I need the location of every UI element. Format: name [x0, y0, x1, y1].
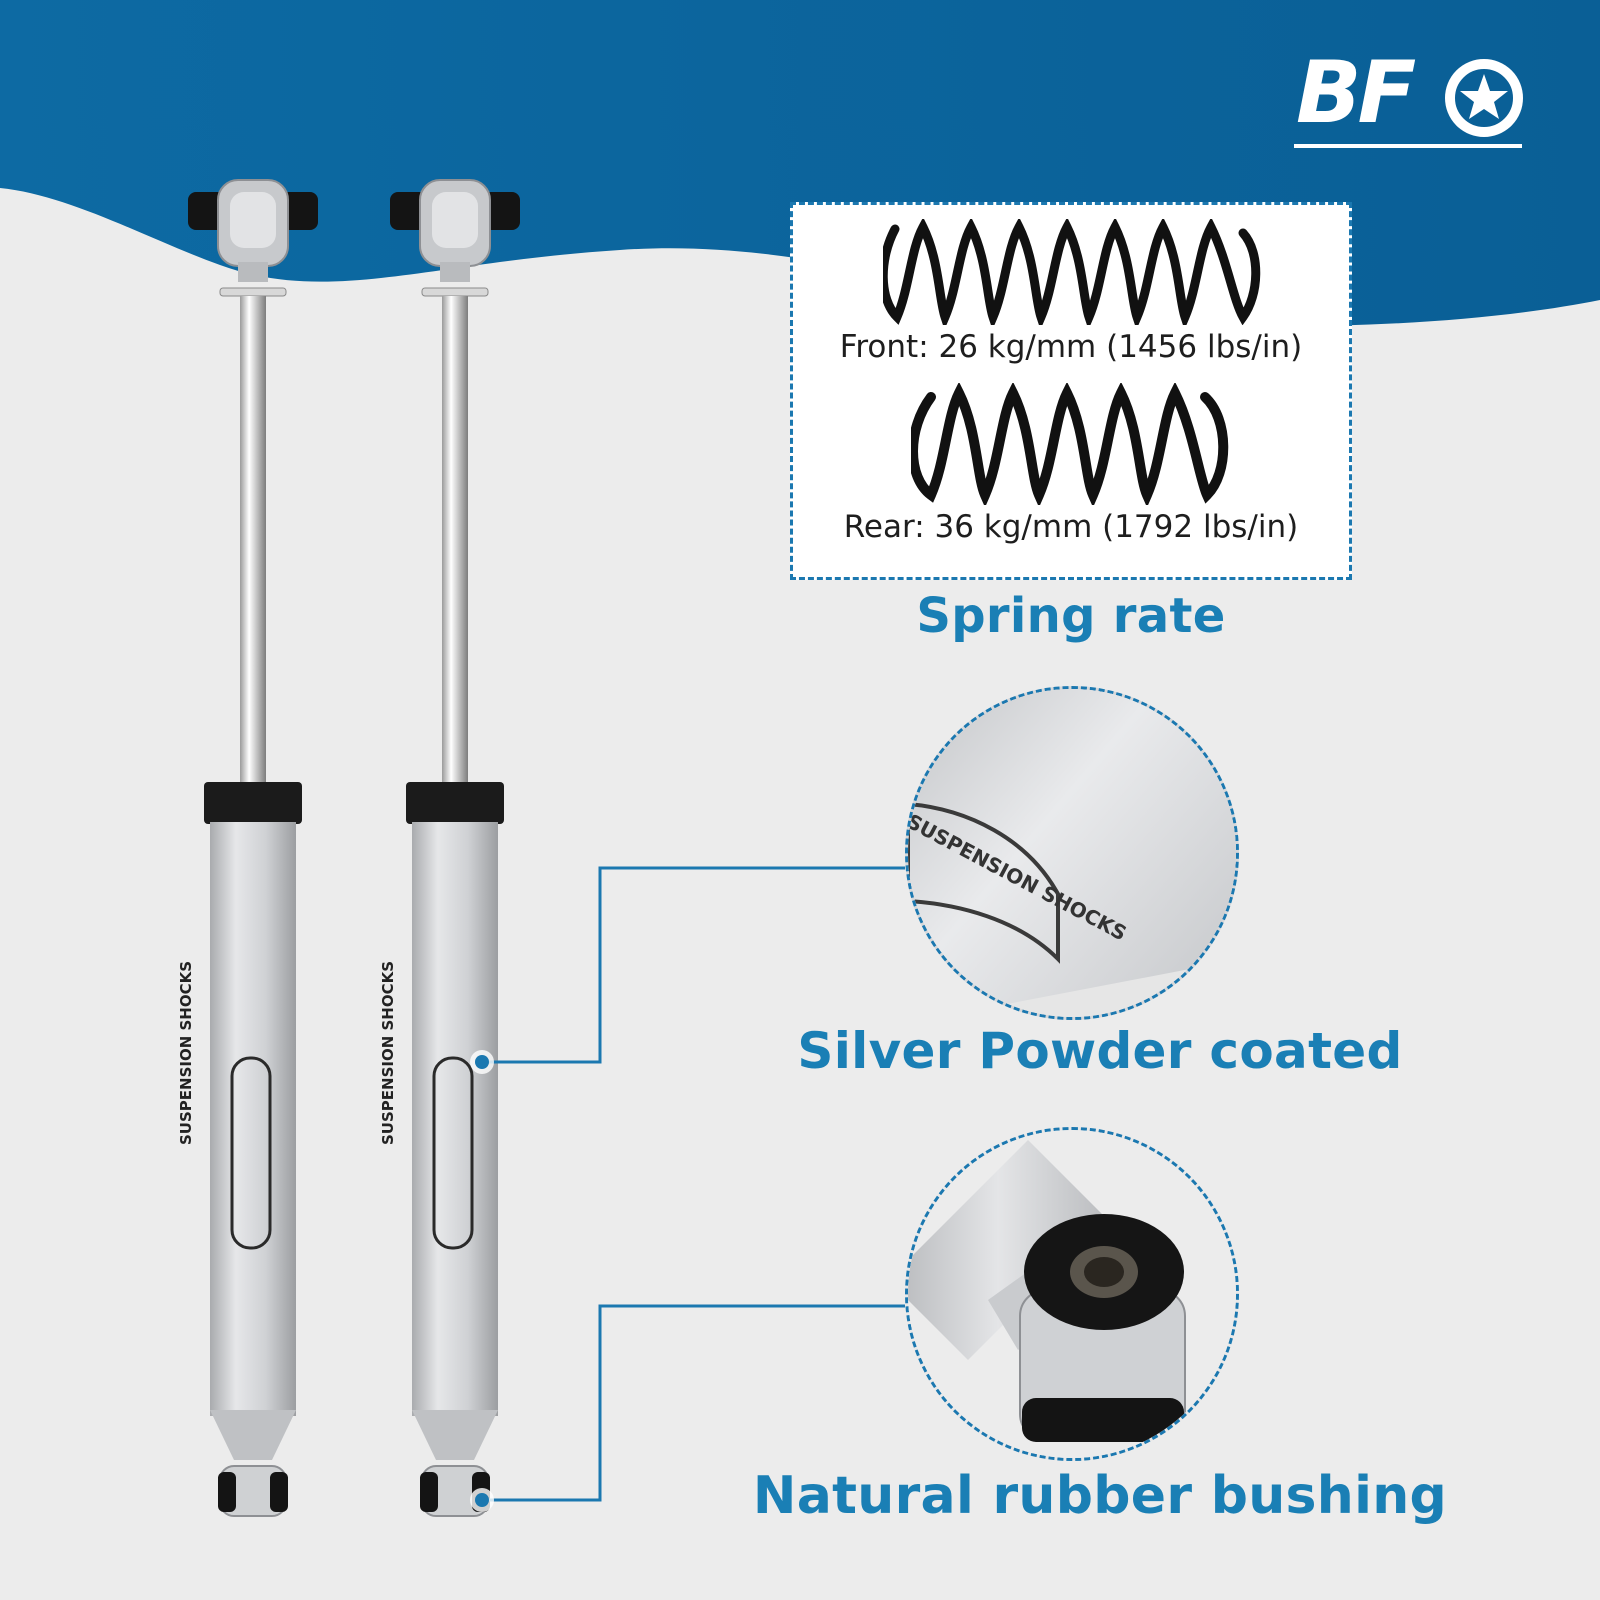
spring-rate-title: Spring rate	[916, 588, 1226, 644]
bushing-caption: Natural rubber bushing	[752, 1466, 1448, 1526]
rear-spring-rate: Rear: 36 kg/mm (1792 lbs/in)	[843, 509, 1299, 545]
spring-rate-box: Front: 26 kg/mm (1456 lbs/in) Rear: 36 k…	[790, 202, 1352, 580]
star-circle-icon	[1445, 59, 1523, 137]
coating-closeup: SUSPENSION SHOCKS	[905, 686, 1239, 1020]
bushing-closeup	[905, 1127, 1239, 1461]
logo-text: BF	[1296, 43, 1416, 143]
coating-caption: Silver Powder coated	[797, 1022, 1403, 1080]
front-spring-rate: Front: 26 kg/mm (1456 lbs/in)	[839, 329, 1303, 365]
brand-logo: BF	[1292, 46, 1532, 156]
logo-underline	[1294, 144, 1522, 148]
front-spring-icon	[883, 219, 1261, 325]
rear-spring-icon	[911, 383, 1229, 505]
